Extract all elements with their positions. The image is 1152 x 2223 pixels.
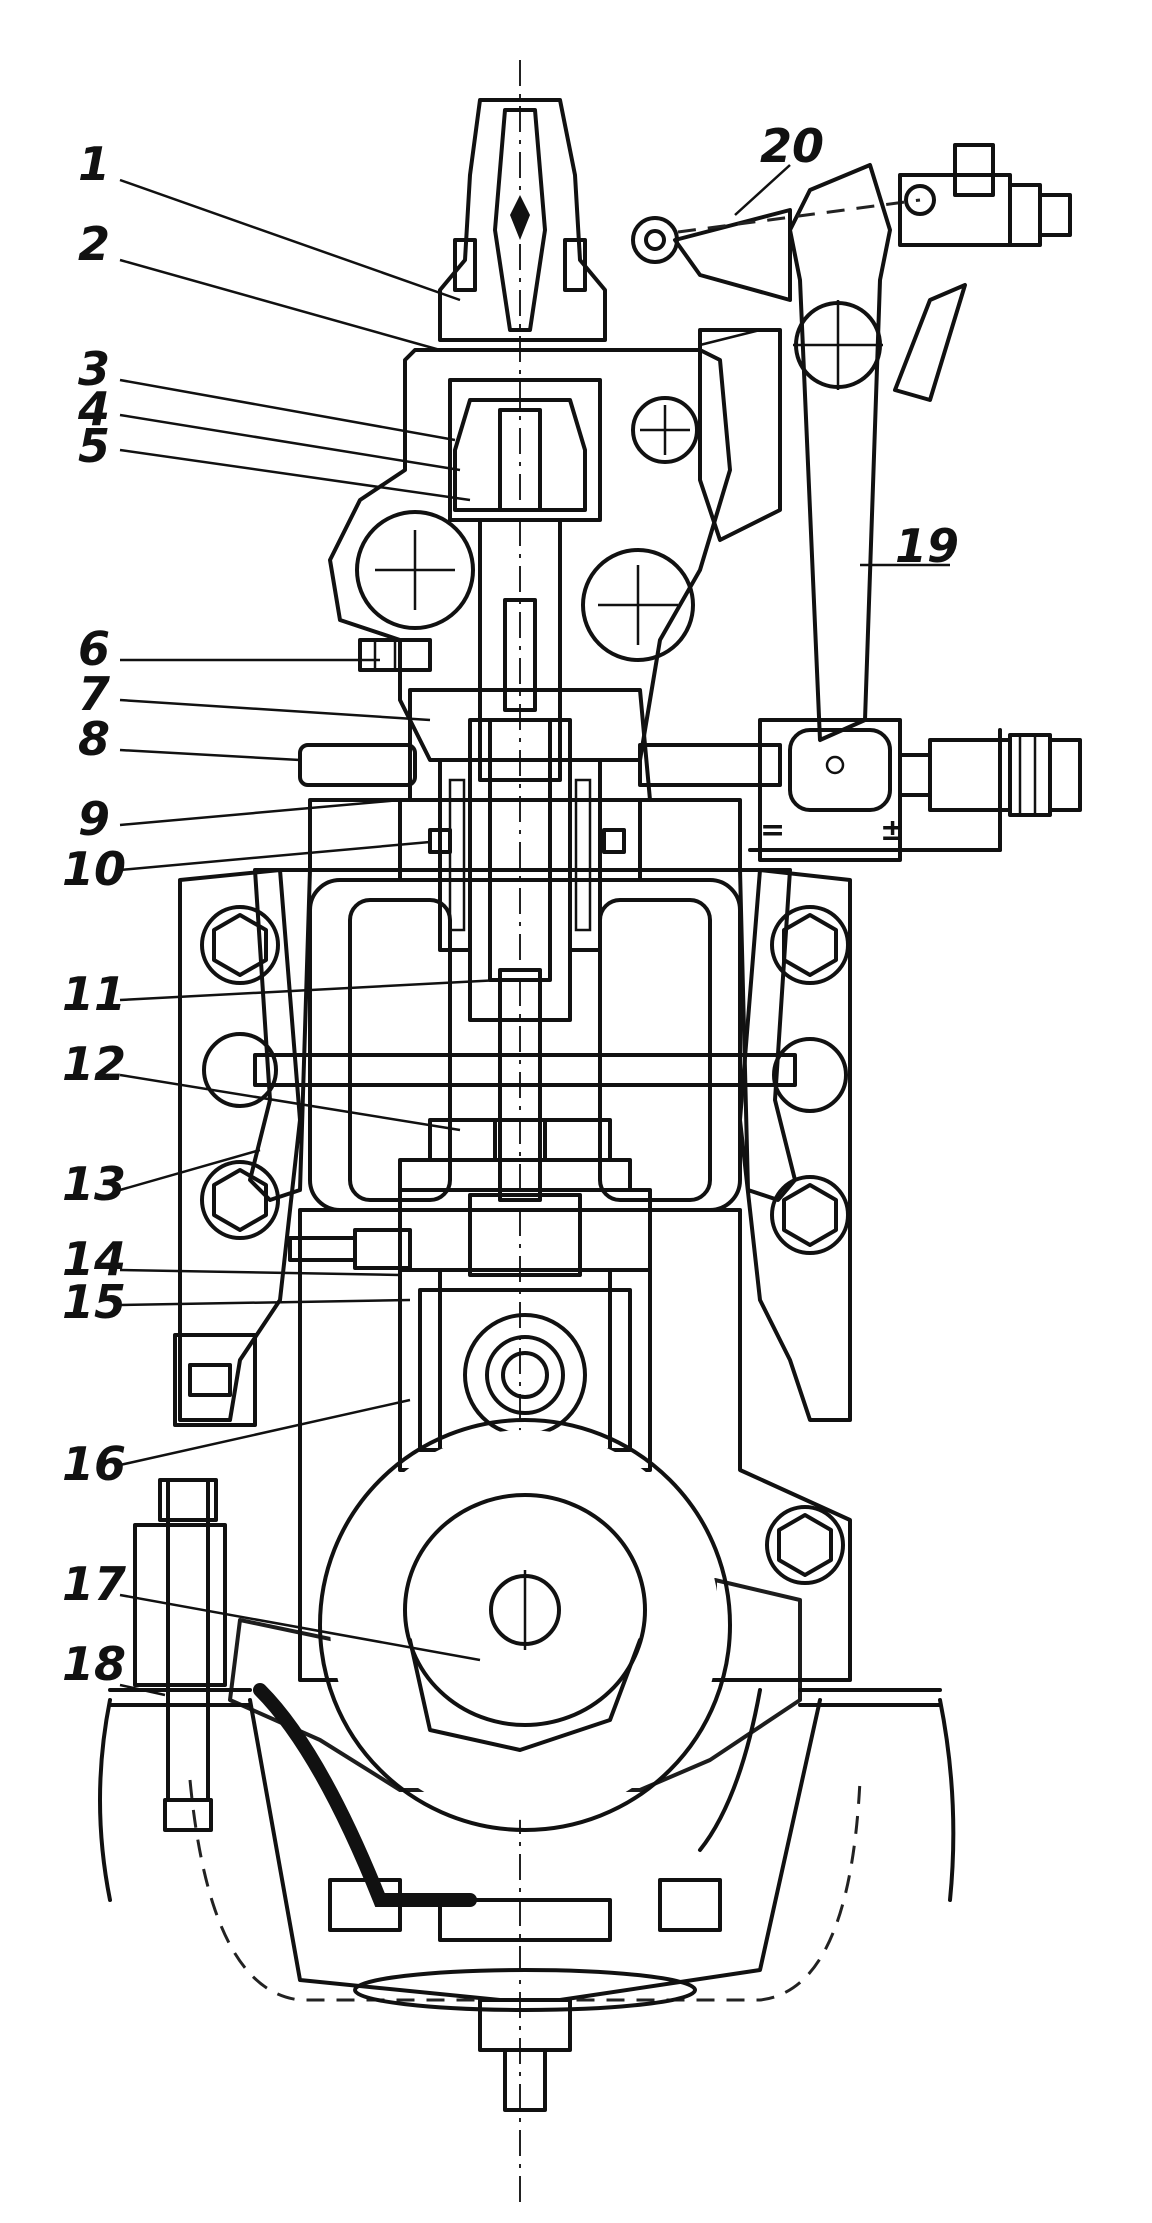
callout-18: 18: [62, 1637, 126, 1691]
governor-lever: [631, 143, 1072, 812]
housing-bolt: [200, 1160, 280, 1240]
delivery-valve-holder: [438, 98, 607, 342]
mounting-stud: [133, 1333, 257, 1832]
callout-9: 9: [78, 792, 110, 846]
callout-16: 16: [62, 1437, 126, 1491]
leader-13: [119, 1148, 261, 1192]
callout-11: 11: [62, 967, 126, 1021]
leader-20: [734, 164, 791, 216]
minus-symbol: =: [760, 813, 785, 848]
callout-labels: 1 2 3 4 5 6 7 8 9 10 11 12 13 14 15 16 1…: [62, 119, 959, 1691]
callout-10: 10: [62, 842, 126, 896]
callout-12: 12: [62, 1037, 126, 1091]
callout-7: 7: [78, 667, 110, 721]
callout-17: 17: [62, 1557, 126, 1611]
pump-head-body: [328, 348, 732, 782]
leader-9: [119, 798, 401, 827]
leader-12: [119, 1073, 461, 1132]
leader-15: [119, 1298, 411, 1307]
callout-20: 20: [760, 119, 824, 173]
leader-4: [119, 413, 461, 472]
callout-13: 13: [62, 1157, 126, 1211]
callout-8: 8: [78, 712, 110, 766]
base-plate: [98, 1683, 956, 2112]
callout-1: 1: [78, 137, 110, 191]
leader-10: [119, 840, 431, 872]
leader-16: [119, 1398, 411, 1467]
callout-15: 15: [62, 1275, 126, 1329]
leader-7: [119, 698, 431, 722]
leader-14: [119, 1268, 401, 1277]
leader-11: [119, 978, 501, 1002]
housing-bolt: [200, 905, 280, 985]
control-rod: = ±: [298, 718, 1082, 862]
leader-18: [119, 1683, 166, 1697]
leader-3: [119, 378, 456, 442]
leader-8: [119, 748, 301, 762]
callout-14: 14: [62, 1232, 126, 1286]
spring-chamber: [253, 878, 797, 1212]
callout-4: 4: [77, 382, 110, 436]
callout-5: 5: [78, 419, 110, 473]
leader-2: [119, 258, 441, 352]
leader-lines: [119, 164, 950, 1697]
callout-2: 2: [78, 217, 110, 271]
callout-6: 6: [78, 622, 110, 676]
leader-1: [119, 178, 461, 302]
housing-bolt: [765, 1505, 845, 1585]
plunger-column: [308, 688, 742, 1022]
plus-symbol: ±: [880, 813, 905, 848]
camshaft: [228, 1418, 802, 1832]
leader-17: [119, 1593, 481, 1662]
housing-bolt: [770, 1175, 850, 1255]
leader-5: [119, 448, 471, 502]
housing-bolt: [770, 905, 850, 985]
callout-19: 19: [895, 519, 959, 573]
callout-3: 3: [78, 342, 110, 396]
